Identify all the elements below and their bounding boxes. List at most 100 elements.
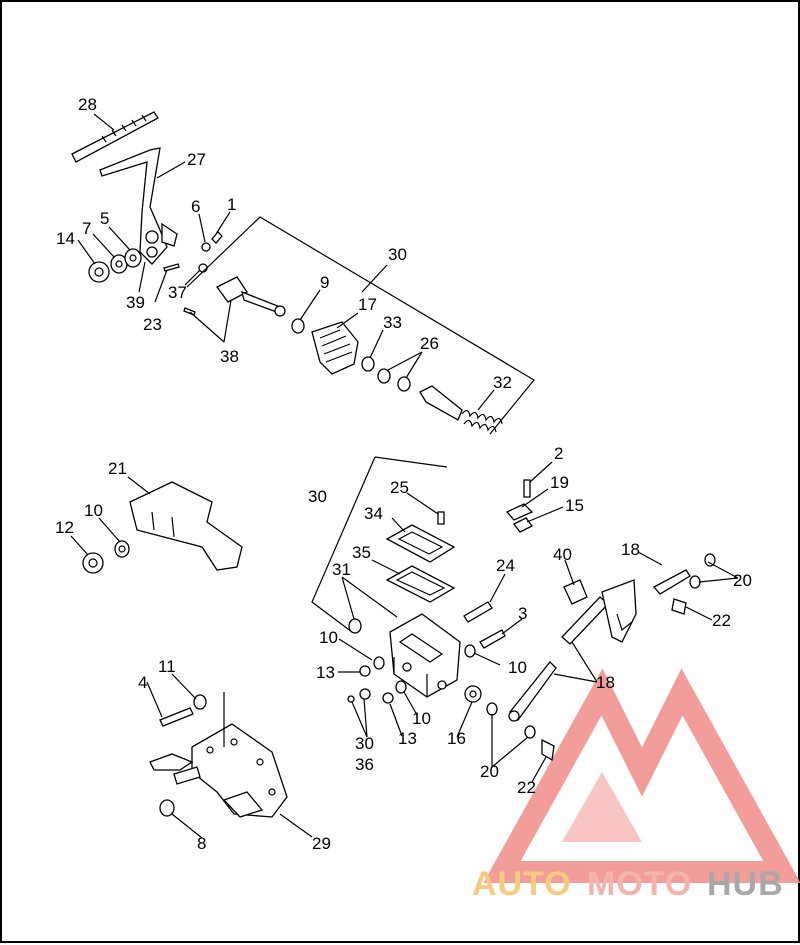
label-33: 33 <box>383 313 402 332</box>
part-3-bolt <box>479 629 506 649</box>
label-25: 25 <box>390 478 409 497</box>
label-10-mid: 10 <box>319 628 338 647</box>
label-34: 34 <box>364 504 383 523</box>
label-20-top: 20 <box>733 571 752 590</box>
part-6-nut <box>201 242 211 252</box>
label-36: 36 <box>355 755 374 774</box>
part-9-washer <box>291 318 305 334</box>
label-30-low: 30 <box>355 734 374 753</box>
label-29: 29 <box>312 834 331 853</box>
part-8-washer <box>159 799 175 817</box>
part-38-pushrod <box>183 276 286 317</box>
label-4: 4 <box>138 673 147 692</box>
label-9: 9 <box>320 273 329 292</box>
part-7-washer <box>110 254 128 274</box>
watermark-moto: MOTO <box>587 865 692 903</box>
part-10-washer-left <box>114 540 130 558</box>
label-7: 7 <box>82 219 91 238</box>
part-1-bolt <box>211 231 223 244</box>
part-27-pedal-arm <box>99 147 178 265</box>
part-4-bolt <box>159 707 194 727</box>
label-28: 28 <box>78 95 97 114</box>
label-27: 27 <box>187 150 206 169</box>
part-24-bolt <box>463 601 493 623</box>
part-14-nut <box>88 261 110 283</box>
label-10-left: 10 <box>84 501 103 520</box>
label-18-top: 18 <box>621 540 640 559</box>
part-13-nut-a <box>359 665 371 677</box>
part-35-gasket <box>385 565 456 603</box>
label-23: 23 <box>143 315 162 334</box>
label-3: 3 <box>518 604 527 623</box>
part-10-washer-mid <box>373 656 385 670</box>
part-25-screw <box>437 511 445 525</box>
label-30-mid: 30 <box>308 487 327 506</box>
label-26: 26 <box>420 334 439 353</box>
label-32: 32 <box>493 373 512 392</box>
label-10-low: 10 <box>412 709 431 728</box>
label-38: 38 <box>220 347 239 366</box>
part-20-washer-a <box>486 702 498 716</box>
watermark-hub: HUB <box>707 865 784 903</box>
part-26-washer-b <box>397 376 411 392</box>
label-12: 12 <box>55 518 74 537</box>
part-22-bolt-top <box>671 598 687 615</box>
label-17: 17 <box>358 295 377 314</box>
label-10-right: 10 <box>508 658 527 677</box>
part-19-clip <box>505 503 534 521</box>
part-10-washer-low <box>395 680 407 694</box>
part-20-washer-c <box>704 553 716 567</box>
part-18-shaft <box>561 579 637 645</box>
part-20-washer-b <box>524 725 536 739</box>
part-15-clip <box>513 517 533 533</box>
label-11: 11 <box>158 657 176 676</box>
part-22-bolt-low <box>541 738 555 762</box>
label-22-top: 22 <box>712 611 731 630</box>
label-21: 21 <box>108 459 127 478</box>
part-21-cover <box>129 481 243 571</box>
part-12-nut <box>82 552 104 574</box>
part-31-oring <box>348 618 362 634</box>
part-10-washer-right <box>464 644 476 658</box>
label-39: 39 <box>126 293 145 312</box>
part-18-link <box>508 661 557 722</box>
label-20-low: 20 <box>480 762 499 781</box>
part-36-fitting <box>347 688 371 703</box>
leader-lines <box>70 113 739 839</box>
part-34-reservoir-cover <box>385 524 456 563</box>
part-23-pin <box>163 263 180 272</box>
watermark-auto: AUTO <box>472 865 572 903</box>
part-29-bracket <box>149 723 288 818</box>
part-master-cylinder <box>389 613 461 698</box>
part-2-bolt <box>523 479 531 498</box>
part-20-washer-d <box>689 575 701 589</box>
part-26-washer-a <box>377 368 391 384</box>
callout-labels: 28 27 14 7 5 6 1 39 23 37 38 30 9 17 33 … <box>55 95 752 853</box>
label-13-b: 13 <box>398 729 417 748</box>
label-37: 37 <box>168 283 187 302</box>
label-6: 6 <box>191 197 200 216</box>
label-15: 15 <box>565 496 584 515</box>
label-16: 16 <box>447 729 466 748</box>
assembly-30-outline <box>186 216 535 435</box>
label-35: 35 <box>352 543 371 562</box>
label-22-low: 22 <box>517 778 536 797</box>
label-1: 1 <box>227 195 236 214</box>
label-40: 40 <box>553 545 572 564</box>
label-24: 24 <box>496 556 515 575</box>
label-30-top: 30 <box>388 245 407 264</box>
label-5: 5 <box>100 209 109 228</box>
part-28-rod <box>71 111 159 163</box>
label-31: 31 <box>332 560 351 579</box>
part-5-washer <box>124 248 142 268</box>
part-40-fitting <box>563 579 588 605</box>
part-11-washer <box>193 694 207 710</box>
part-32-spring <box>461 409 503 433</box>
label-18-low: 18 <box>596 673 615 692</box>
label-13-a: 13 <box>316 663 335 682</box>
watermark-logo: AUTO MOTO HUB <box>472 668 800 903</box>
label-14: 14 <box>56 229 75 248</box>
label-2: 2 <box>554 444 563 463</box>
